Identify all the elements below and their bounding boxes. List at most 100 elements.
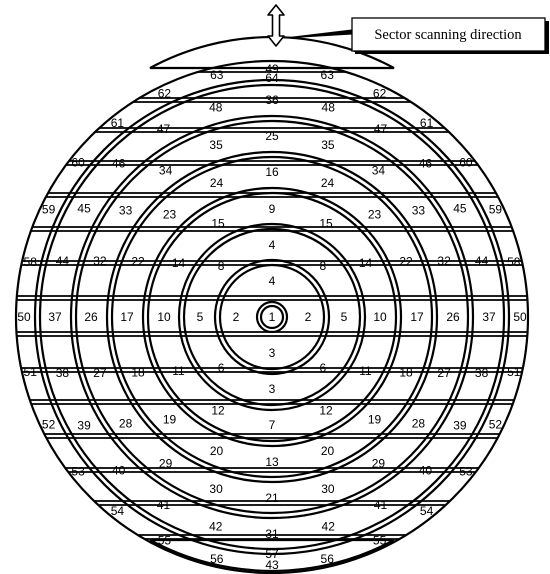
scan-direction-arrow-icon [267,4,285,47]
sector-label-ring-2-5: 5 [341,310,348,324]
sector-label-ring-3-3: 15 [211,217,225,231]
sector-label-ring-6-6: 48 [209,100,223,114]
sector-label-ring-4-16: 18 [131,366,145,380]
sector-label-ring-3-2: 14 [172,256,186,270]
sector-label-ring-7-25: 54 [111,504,125,518]
callout-box [351,17,546,52]
sector-label-ring-6-11: 45 [453,202,467,216]
sector-label-ring-6-1: 37 [48,310,62,324]
ring-boundary-2-outer [177,222,367,412]
sector-label-ring-7-18: 53 [459,465,473,479]
sector-label-ring-5-8: 34 [372,164,386,178]
sector-label-ring-4-4: 24 [210,176,224,190]
sector-label-ring-7-3: 59 [42,202,56,216]
sector-labels: 2423584856361014159151410111271211172223… [17,62,527,572]
sector-label-ring-4-2: 22 [131,255,145,269]
sector-label-ring-4-11: 19 [368,413,382,427]
ring-boundary-5-outer [69,114,475,520]
sector-label-ring-7-22: 43 [265,558,279,572]
sector-label-ring-5-19: 28 [119,416,133,430]
callout: Sector scanning direction [284,17,549,54]
sector-label-ring-2-7: 3 [269,382,276,396]
sector-label-ring-5-11: 26 [446,310,460,324]
sector-label-ring-6-7: 36 [265,93,279,107]
sector-label-ring-4-9: 17 [410,310,424,324]
ring-boundary-3-outer [141,186,403,448]
sector-label-ring-5-3: 33 [119,204,133,218]
sector-label-ring-5-2: 32 [93,254,107,268]
sector-label-ring-7-6: 62 [158,87,172,101]
sector-label-ring-2-2: 8 [218,259,225,273]
sector-label-ring-5-5: 35 [209,138,223,152]
sector-label-ring-6-3: 45 [77,202,91,216]
ring-boundary-6-outer [33,78,511,556]
sector-label-ring-7-2: 58 [24,255,38,269]
ring-boundary-2-inner [182,227,362,407]
sector-label-ring-6-23: 39 [77,419,91,433]
center-circle [259,304,285,330]
sector-label-ring-2-4: 8 [320,259,327,273]
sector-label-ring-5-1: 26 [84,310,98,324]
sector-label-ring-6-2: 44 [56,254,70,268]
sector-label-ring-6-19: 31 [265,527,279,541]
sector-label-ring-2-6: 6 [320,361,327,375]
sector-label-ring-5-17: 30 [209,482,223,496]
sector-label-ring-4-14: 20 [210,444,224,458]
callout-text: Sector scanning direction [374,27,522,43]
sector-label-ring-7-15: 50 [513,310,527,324]
sector-label-ring-7-4: 60 [71,155,85,169]
sector-label-ring-3-6: 14 [359,256,373,270]
ring-boundary-1-outer [213,258,331,376]
sector-label-ring-6-10: 46 [419,157,433,171]
sector-label-ring-7-20: 55 [373,533,387,547]
sector-label-ring-5-12: 27 [437,366,451,380]
sector-label-ring-5-10: 32 [437,254,451,268]
sector-label-ring-7-13: 59 [489,202,503,216]
sector-label-ring-5-18: 29 [159,456,173,470]
sector-label-ring-1-3: 2 [305,310,312,324]
sector-label-ring-7-19: 54 [420,504,434,518]
sector-label-ring-7-12: 60 [459,155,473,169]
sector-label-ring-7-24: 55 [158,533,172,547]
sector-label-ring-5-15: 30 [321,482,335,496]
sector-label-ring-6-14: 38 [475,366,489,380]
sector-label-ring-7-14: 58 [507,255,521,269]
sector-label-ring-3-5: 15 [319,217,333,231]
sector-label-ring-1-1: 2 [233,310,240,324]
sector-label-ring-5-9: 33 [412,204,426,218]
sector-label-ring-1-2: 4 [269,274,276,288]
sector-label-ring-3-10: 7 [269,418,276,432]
sector-label-ring-6-24: 38 [56,366,70,380]
sector-label-ring-7-21: 56 [321,552,335,566]
callout-shadow [545,21,549,54]
sector-label-ring-6-16: 40 [419,463,433,477]
sector-label-ring-3-7: 10 [373,310,387,324]
sector-label-ring-5-4: 34 [159,164,173,178]
sector-label-ring-6-5: 47 [157,122,171,136]
outer-boundary [14,59,530,574]
sector-label-cap-top: 64 [265,71,279,85]
sector-label-ring-6-18: 42 [322,520,336,534]
center-label: 1 [269,310,276,324]
sector-label-ring-5-6: 25 [265,129,279,143]
sector-label-ring-7-7: 63 [210,68,224,82]
sector-label-ring-5-7: 35 [321,138,335,152]
sector-label-ring-7-16: 51 [507,365,521,379]
sector-label-ring-4-6: 24 [321,176,335,190]
sector-label-ring-5-20: 27 [93,366,107,380]
sector-label-ring-6-22: 40 [112,463,126,477]
sector-label-ring-6-12: 44 [475,254,489,268]
sector-label-ring-5-14: 29 [372,456,386,470]
sector-label-ring-2-1: 5 [197,310,204,324]
sector-label-ring-6-8: 48 [322,100,336,114]
sector-label-ring-2-8: 6 [218,361,225,375]
sector-label-ring-7-1: 50 [17,310,31,324]
sector-label-ring-3-1: 10 [157,310,171,324]
sector-label-ring-3-11: 12 [211,404,225,418]
sector-label-ring-6-4: 46 [112,157,126,171]
sector-label-ring-5-16: 21 [265,491,279,505]
ring-boundary-4-outer [105,150,439,484]
sector-label-ring-3-12: 11 [172,364,185,378]
sector-label-ring-4-8: 22 [399,255,413,269]
